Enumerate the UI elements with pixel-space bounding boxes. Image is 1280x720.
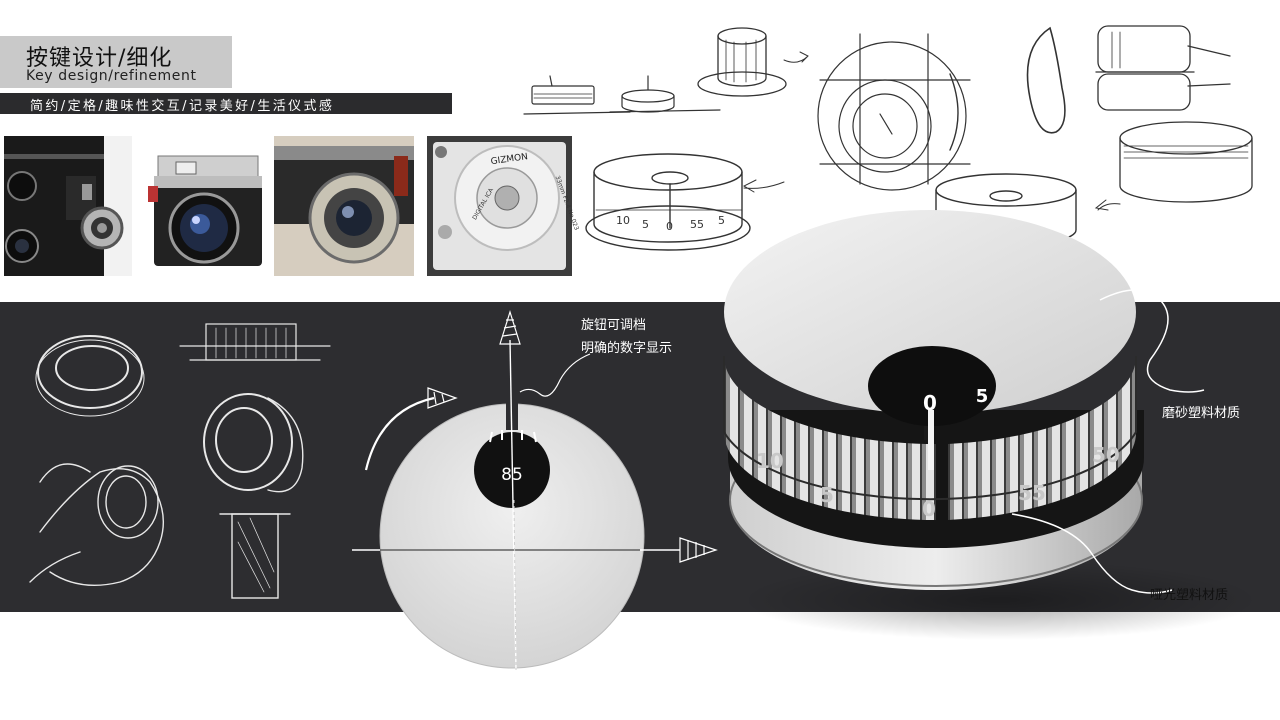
sketch-stacked-knob (1095, 25, 1231, 111)
rendered-dial-top (724, 210, 1136, 414)
rendered-side-number-10: 10 (756, 449, 784, 473)
sketch-dial-puck (585, 153, 785, 251)
knob-leader-line (519, 353, 591, 397)
rendered-side-number-50: 50 (1092, 443, 1120, 467)
sketch-circle-construction (817, 33, 971, 191)
slogan-text: 简约/定格/趣味性交互/记录美好/生活仪式感 (30, 99, 335, 114)
photo-tlr-camera (4, 136, 132, 276)
chalk-hand-sketch (29, 463, 165, 587)
matte-leader-line (1011, 513, 1173, 594)
sketch-small-button-2 (609, 75, 721, 113)
flat-dial-diagram: 85 (352, 309, 718, 671)
chalk-side-profile (179, 323, 331, 361)
chalk-knob-sketch (203, 393, 304, 493)
rendered-dial-ridges-left (724, 356, 936, 520)
sketch-number-5: 5 (718, 214, 725, 227)
chalk-ring-sketch (35, 335, 145, 417)
rendered-window-number-0: 0 (923, 391, 937, 415)
rendered-side-number-0: 0 (922, 497, 936, 521)
slogan-bar (0, 93, 452, 114)
sketch-bean-shape (1026, 26, 1066, 134)
rendered-dial-ridges-right (948, 356, 1137, 520)
rendered-side-number-5: 5 (820, 483, 834, 507)
sketch-number-3: 0 (666, 220, 673, 233)
page-subtitle: Key design/refinement (26, 68, 197, 84)
page-title: 按键设计/细化 (26, 46, 173, 71)
photo-vintage-camera (274, 136, 414, 276)
photo-rangefinder-camera (148, 136, 264, 276)
rotation-arrow (364, 396, 435, 471)
axis-arrowheads (427, 309, 718, 563)
callout-knob-line2: 明确的数字显示 (581, 341, 673, 356)
rendered-window-number-5: 5 (976, 386, 989, 407)
sketch-ridged-puck (1119, 121, 1253, 203)
rendered-dial-window (868, 346, 996, 426)
sketch-small-button-1 (523, 75, 631, 115)
callout-frosted-material: 磨砂塑料材质 (1162, 406, 1241, 421)
chalk-sketches (29, 323, 331, 599)
rendered-side-number-55: 55 (1018, 481, 1046, 505)
sketch-number-1: 10 (616, 214, 630, 227)
callout-matte-material: 哑光塑料材质 (1150, 588, 1229, 603)
title-background (0, 36, 232, 88)
chalk-cylinder-sketch (219, 513, 291, 599)
rendered-dial: 0 5 10 5 0 55 50 (723, 210, 1260, 640)
sketch-number-2: 5 (642, 218, 649, 231)
sketch-tall-knob (697, 27, 809, 97)
sketch-number-4: 55 (690, 218, 704, 231)
frosted-leader-line (1099, 289, 1205, 393)
callout-knob-line1: 旋钮可调档 (581, 318, 647, 333)
photo-gizmon-lens: GIZMON DIGITAL ICA 33mm F2.4 No.023 (427, 136, 580, 276)
concept-sketches: 10 5 0 55 5 (523, 25, 1253, 251)
